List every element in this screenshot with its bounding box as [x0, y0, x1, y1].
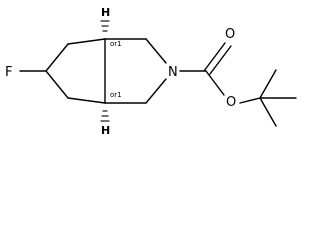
bond-ester-o-tbu	[239, 97, 261, 104]
molecule-structure-diagram: F N O O H H or1 or1	[5, 6, 297, 137]
fluorine-label: F	[5, 65, 12, 80]
hydrogen-top-label: H	[101, 6, 110, 19]
bond-ring-bottom	[67, 97, 106, 104]
bond-ch2-n-bottom	[145, 78, 167, 104]
bond-ring-left-bottom	[45, 70, 69, 99]
nitrogen-label: N	[168, 65, 178, 80]
bond-ring-left-top	[45, 43, 69, 72]
bond-tbu-methyl-up	[259, 69, 277, 99]
hashed-bond-bottom	[100, 110, 110, 122]
bond-tbu-methyl-down	[259, 97, 277, 127]
bond-carbonyl-double-a	[203, 42, 226, 72]
stereo-label-top: or1	[110, 40, 122, 48]
bond-carbonyl-double-b	[209, 45, 232, 75]
carbonyl-oxygen-label: O	[225, 27, 235, 42]
stereo-label-bottom: or1	[110, 91, 122, 99]
hydrogen-bottom-label: H	[101, 124, 110, 137]
ester-oxygen-label: O	[226, 95, 236, 110]
bond-carbonyl-ester-o	[205, 70, 225, 96]
bond-ring-top	[67, 38, 106, 45]
hashed-bond-top	[100, 20, 110, 32]
bond-ch2-n-top	[145, 38, 167, 64]
